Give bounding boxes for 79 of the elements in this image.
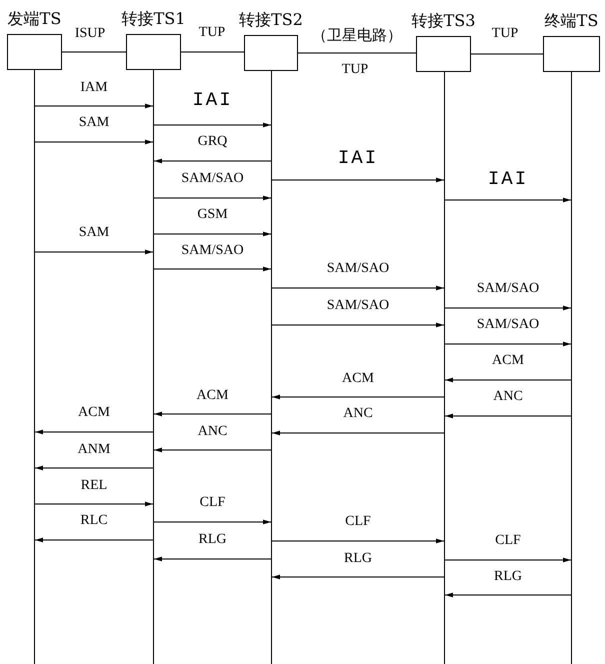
lifeline xyxy=(153,70,154,664)
message-label: IAM xyxy=(80,80,108,96)
message-label: ANC xyxy=(198,424,228,440)
link-line xyxy=(471,53,543,55)
message-arrow xyxy=(35,466,153,470)
message-label: IAI xyxy=(488,169,528,189)
message-arrow xyxy=(445,414,571,418)
message-label: IAI xyxy=(192,90,233,110)
message-arrow xyxy=(154,556,271,562)
message-arrow xyxy=(445,558,571,562)
message-arrow xyxy=(154,412,271,416)
lifeline xyxy=(271,71,272,664)
message-label: ACM xyxy=(196,388,228,404)
message-arrow xyxy=(272,394,444,400)
message-arrow xyxy=(445,378,571,382)
message-label: SAM/SAO xyxy=(476,317,540,333)
message-label: ACM xyxy=(78,405,110,421)
message-label: REL xyxy=(80,478,108,494)
message-label: RLG xyxy=(344,551,372,567)
protocol-label: ISUP xyxy=(74,26,106,42)
message-arrow xyxy=(35,104,153,108)
message-label: IAI xyxy=(338,148,378,168)
note-label: （卫星电路） xyxy=(312,27,402,43)
protocol-label: TUP xyxy=(342,62,368,78)
message-arrow xyxy=(445,306,571,310)
message-label: ANC xyxy=(493,389,523,405)
message-arrow xyxy=(35,430,153,434)
message-label: SAM/SAO xyxy=(181,171,244,187)
message-label: CLF xyxy=(200,495,226,511)
message-arrow xyxy=(272,538,444,544)
message-label: ANM xyxy=(78,442,110,458)
station-title: 转接TS3 xyxy=(412,12,476,30)
message-label: CLF xyxy=(345,514,371,530)
message-label: SAM/SAO xyxy=(326,298,390,314)
message-arrow xyxy=(35,538,153,542)
message-arrow xyxy=(272,178,444,182)
message-label: SAM/SAO xyxy=(181,243,244,259)
station-title: 发端TS xyxy=(8,10,62,28)
message-arrow xyxy=(445,342,571,346)
link-line xyxy=(298,52,416,54)
link-line xyxy=(62,51,126,53)
message-label: SAM/SAO xyxy=(326,261,390,277)
message-arrow xyxy=(272,430,444,436)
message-label: GRQ xyxy=(198,134,228,150)
message-arrow xyxy=(445,198,571,202)
message-arrow xyxy=(154,266,271,272)
protocol-label: TUP xyxy=(198,25,226,41)
lifeline xyxy=(34,70,35,664)
message-label: CLF xyxy=(495,533,521,549)
message-arrow xyxy=(154,158,271,164)
station-title: 转接TS1 xyxy=(122,10,186,28)
message-arrow xyxy=(272,286,444,290)
station-title: 转接TS2 xyxy=(239,11,303,29)
message-arrow xyxy=(154,122,271,128)
message-arrow xyxy=(35,502,153,506)
message-label: ANC xyxy=(343,406,373,422)
lifeline xyxy=(571,72,572,664)
message-arrow xyxy=(445,592,571,598)
message-arrow xyxy=(154,448,271,452)
message-arrow xyxy=(154,196,271,200)
message-label: RLG xyxy=(198,532,226,548)
message-label: SAM/SAO xyxy=(476,281,540,297)
message-label: ACM xyxy=(492,353,524,369)
message-label: SAM xyxy=(78,225,110,241)
message-arrow xyxy=(35,140,153,144)
message-arrow xyxy=(272,322,444,328)
message-arrow xyxy=(154,520,271,524)
message-label: RLG xyxy=(494,569,522,585)
message-label: SAM xyxy=(78,115,110,131)
message-label: GSM xyxy=(197,207,228,223)
message-arrow xyxy=(35,250,153,254)
message-arrow xyxy=(272,574,444,580)
protocol-label: TUP xyxy=(492,26,518,42)
station-title: 终端TS xyxy=(544,12,598,30)
message-arrow xyxy=(154,232,271,236)
link-line xyxy=(181,51,244,53)
lifeline xyxy=(444,72,445,664)
message-label: ACM xyxy=(342,371,374,387)
message-label: RLC xyxy=(80,513,108,529)
